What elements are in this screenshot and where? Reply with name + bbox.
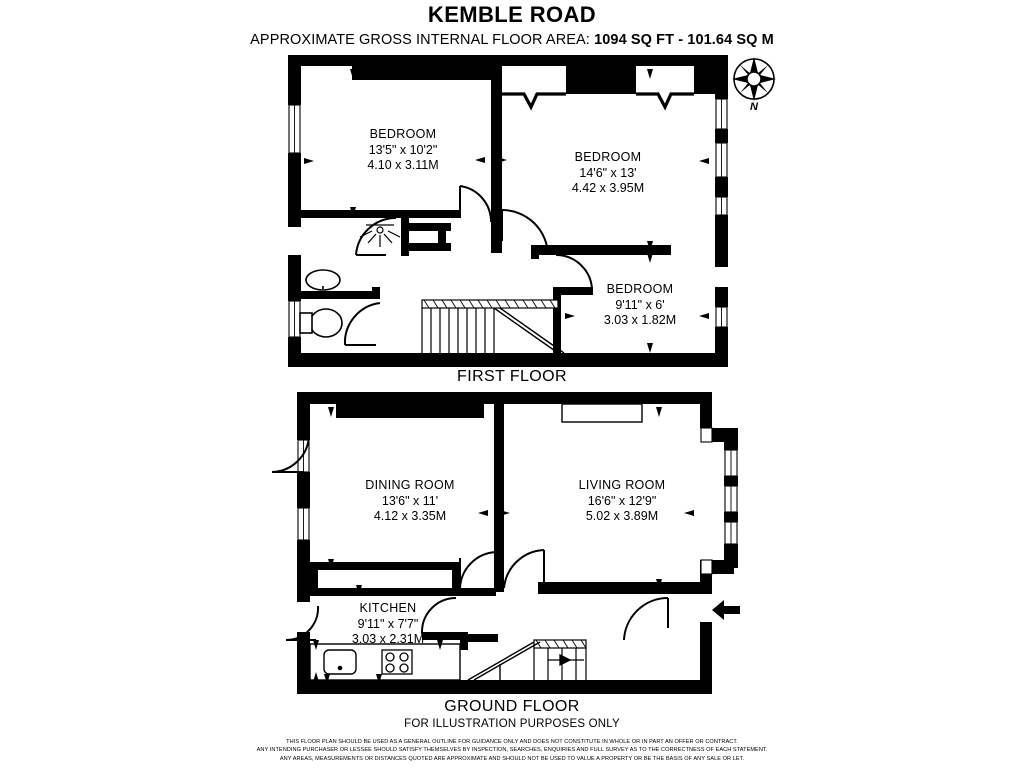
entrance-arrow-icon [712, 600, 740, 620]
bedroom2-bay-alcoves [502, 92, 694, 111]
disclaimer-line-1: THIS FLOOR PLAN SHOULD BE USED AS A GENE… [286, 739, 738, 745]
room-dimension-metric: 3.03 x 1.82M [603, 313, 677, 327]
room-name: KITCHEN [359, 601, 417, 615]
area-label: APPROXIMATE GROSS INTERNAL FLOOR AREA: [250, 32, 590, 48]
gross-internal-area: APPROXIMATE GROSS INTERNAL FLOOR AREA: 1… [0, 32, 1024, 48]
room-name: LIVING ROOM [578, 478, 666, 492]
first-floor-doors [343, 185, 593, 346]
ground-floor-walls [297, 392, 738, 694]
ground-floor-caption: GROUND FLOOR [444, 698, 580, 715]
disclaimer-line-2: ANY INTENDING PURCHASER OR LESSEE SHOULD… [256, 747, 768, 754]
kitchen-fixtures [309, 643, 461, 681]
dimension-arrows [304, 69, 709, 353]
room-dimension-imperial: 16'6" x 12'9" [587, 493, 657, 508]
sink-icon [323, 649, 357, 675]
room-label-bedroom-1: BEDROOM 13'5" x 10'2" 4.10 x 3.11M [333, 127, 473, 174]
room-dimension-metric: 4.42 x 3.95M [571, 181, 645, 195]
room-label-bedroom-3: BEDROOM 9'11" x 6' 3.03 x 1.82M [570, 282, 710, 329]
basin-icon [305, 269, 341, 291]
room-dimension-metric: 3.03 x 2.31M [351, 632, 425, 646]
staircase [467, 639, 587, 681]
toilet-icon [299, 308, 343, 338]
illustration-notice: FOR ILLUSTRATION PURPOSES ONLY [404, 718, 620, 730]
area-sqm: 101.64 SQ M [687, 32, 774, 48]
compass-north-label: N [750, 101, 758, 113]
compass-rose-icon [732, 57, 776, 101]
room-dimension-imperial: 9'11" x 7'7" [357, 616, 419, 631]
first-floor-plan [288, 55, 728, 367]
room-name: BEDROOM [574, 150, 642, 164]
room-label-dining-room: DINING ROOM 13'6" x 11' 4.12 x 3.35M [330, 478, 490, 525]
room-dimension-imperial: 13'6" x 11' [381, 493, 439, 508]
room-name: BEDROOM [606, 282, 674, 296]
room-name: DINING ROOM [365, 478, 455, 492]
room-label-living-room: LIVING ROOM 16'6" x 12'9" 5.02 x 3.89M [542, 478, 702, 525]
room-dimension-metric: 4.10 x 3.11M [367, 158, 439, 172]
first-floor-caption: FIRST FLOOR [457, 368, 567, 385]
room-dimension-metric: 4.12 x 3.35M [373, 509, 447, 523]
staircase [421, 299, 565, 354]
area-sqft: 1094 SQ FT [594, 32, 675, 48]
room-label-bedroom-2: BEDROOM 14'6" x 13' 4.42 x 3.95M [538, 150, 678, 197]
room-dimension-imperial: 14'6" x 13' [579, 165, 637, 180]
hob-icon [381, 649, 413, 675]
legal-disclaimer: THIS FLOOR PLAN SHOULD BE USED AS A GENE… [0, 738, 1024, 763]
ground-floor-doors [272, 435, 669, 642]
room-label-kitchen: KITCHEN 9'11" x 7'7" 3.03 x 2.31M [308, 601, 468, 648]
room-name: BEDROOM [369, 127, 437, 141]
stairs-up-arrow-icon [548, 653, 584, 667]
ground-floor-plan [272, 392, 740, 694]
first-floor-walls [288, 55, 728, 367]
room-dimension-metric: 5.02 x 3.89M [585, 509, 659, 523]
room-dimension-imperial: 13'5" x 10'2" [368, 142, 438, 157]
area-separator: - [678, 32, 684, 48]
page-title: KEMBLE ROAD [427, 2, 597, 27]
compass-rose: N [726, 55, 782, 117]
dimension-arrows [313, 407, 694, 684]
disclaimer-line-3: ANY AREAS, MEASUREMENTS OR DISTANCES QUO… [279, 755, 745, 762]
shower-fixture-icon [359, 224, 401, 247]
room-dimension-imperial: 9'11" x 6' [615, 297, 665, 312]
